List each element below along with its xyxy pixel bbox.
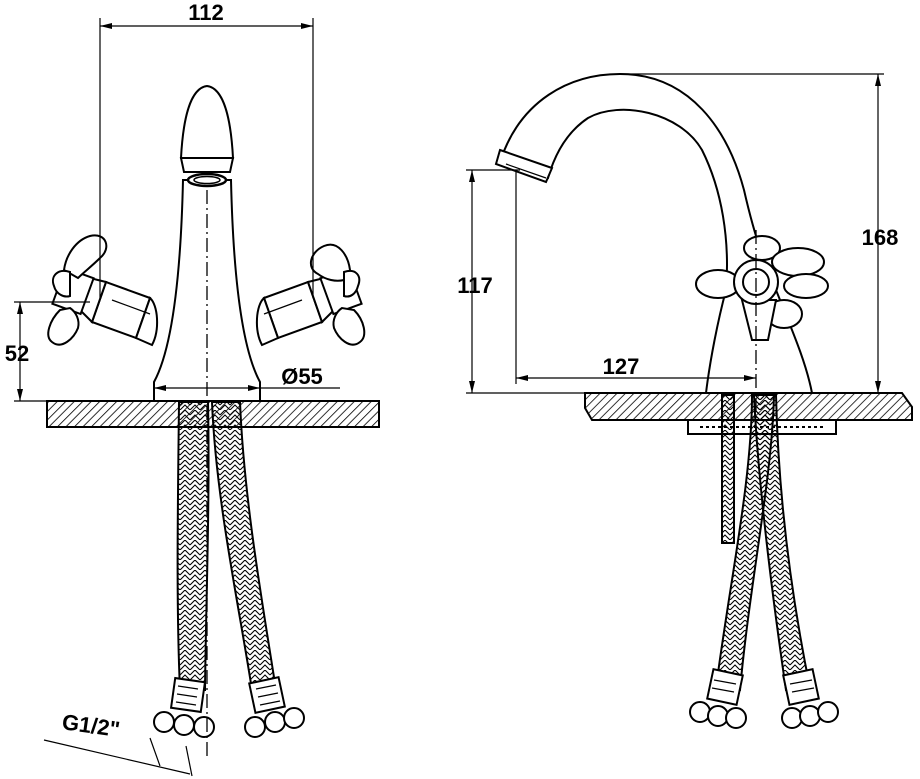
- front-dim-diameter-label: Ø55: [281, 364, 323, 389]
- front-hose-left: [176, 401, 210, 691]
- side-dim-reach-label: 127: [603, 354, 640, 379]
- front-valve-right: [256, 243, 366, 347]
- side-dim-spout-height: 117: [457, 169, 585, 394]
- side-faucet-body: [498, 72, 814, 394]
- side-view: 168 117 127: [457, 72, 913, 729]
- front-dim-height-label: 52: [5, 341, 29, 366]
- front-dim-diameter: Ø55: [154, 364, 340, 391]
- side-handle: [695, 235, 829, 341]
- side-dim-spout-height-label: 117: [457, 273, 493, 298]
- side-dim-total-height: 168: [620, 73, 899, 394]
- front-view: 112 52 Ø55 G1/2": [5, 0, 380, 777]
- side-countertop: [584, 392, 913, 421]
- front-spout-dome: [179, 84, 235, 159]
- front-hose-fitting-right: [244, 676, 305, 738]
- side-aerator: [494, 148, 554, 184]
- front-dim-thread-label: G1/2": [61, 709, 122, 742]
- front-hose-fitting-left: [153, 676, 215, 738]
- side-dim-total-height-label: 168: [862, 225, 899, 250]
- side-hose-fitting-right: [781, 668, 839, 729]
- front-valve-left: [47, 234, 158, 347]
- front-dim-width: 112: [99, 0, 314, 298]
- side-mounting-stud: [721, 394, 735, 544]
- side-hose-fitting-left: [689, 668, 747, 729]
- front-dim-height: 52: [5, 301, 90, 402]
- side-hose-right: [752, 394, 812, 692]
- front-dim-width-label: 112: [188, 0, 224, 25]
- side-dim-reach: 127: [515, 172, 756, 384]
- front-hose-right: [210, 401, 278, 691]
- front-aerator: [179, 157, 235, 173]
